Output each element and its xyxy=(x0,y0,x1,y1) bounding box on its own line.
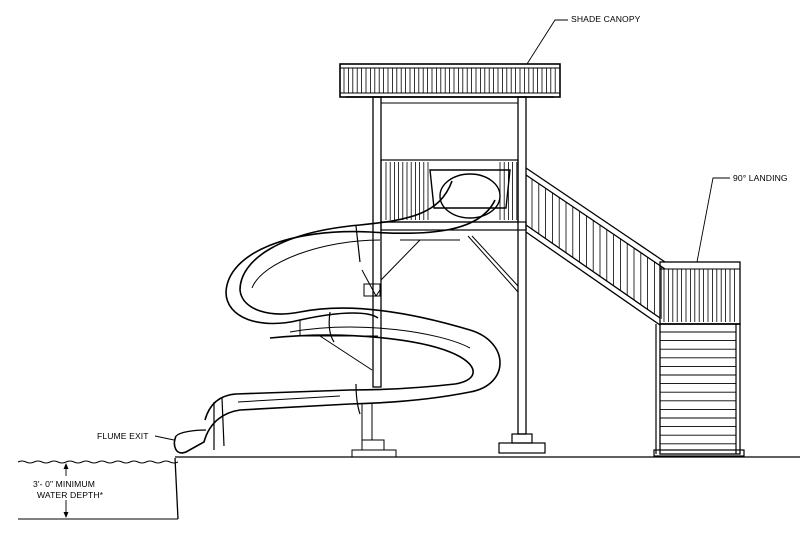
flume-runout-top xyxy=(204,389,351,421)
shade-canopy xyxy=(339,63,561,98)
water-surface xyxy=(17,460,179,464)
flume-lower-inner xyxy=(269,334,474,391)
slide-flume xyxy=(173,169,511,454)
callout-water-depth: 3'- 0" MINIMUM WATER DEPTH* xyxy=(33,479,104,500)
flume-runout-bottom xyxy=(173,403,351,454)
flume-upper-inner xyxy=(239,180,453,315)
label-90-landing: 90° LANDING xyxy=(733,173,788,183)
stair-and-landing xyxy=(525,167,745,457)
flume-upper-outer xyxy=(225,199,496,325)
callout-flume-exit: FLUME EXIT xyxy=(97,431,175,441)
tower-structure xyxy=(351,96,546,458)
depth-dimension xyxy=(63,463,69,518)
flume-lower-outer xyxy=(299,307,501,405)
label-flume-exit: FLUME EXIT xyxy=(97,431,149,441)
callout-landing: 90° LANDING xyxy=(696,173,788,263)
label-depth-line2: WATER DEPTH* xyxy=(37,490,104,500)
ground-and-pool xyxy=(17,456,800,520)
callout-shade-canopy: SHADE CANOPY xyxy=(526,14,641,65)
label-depth-line1: 3'- 0" MINIMUM xyxy=(33,479,95,489)
label-shade-canopy: SHADE CANOPY xyxy=(571,14,641,24)
